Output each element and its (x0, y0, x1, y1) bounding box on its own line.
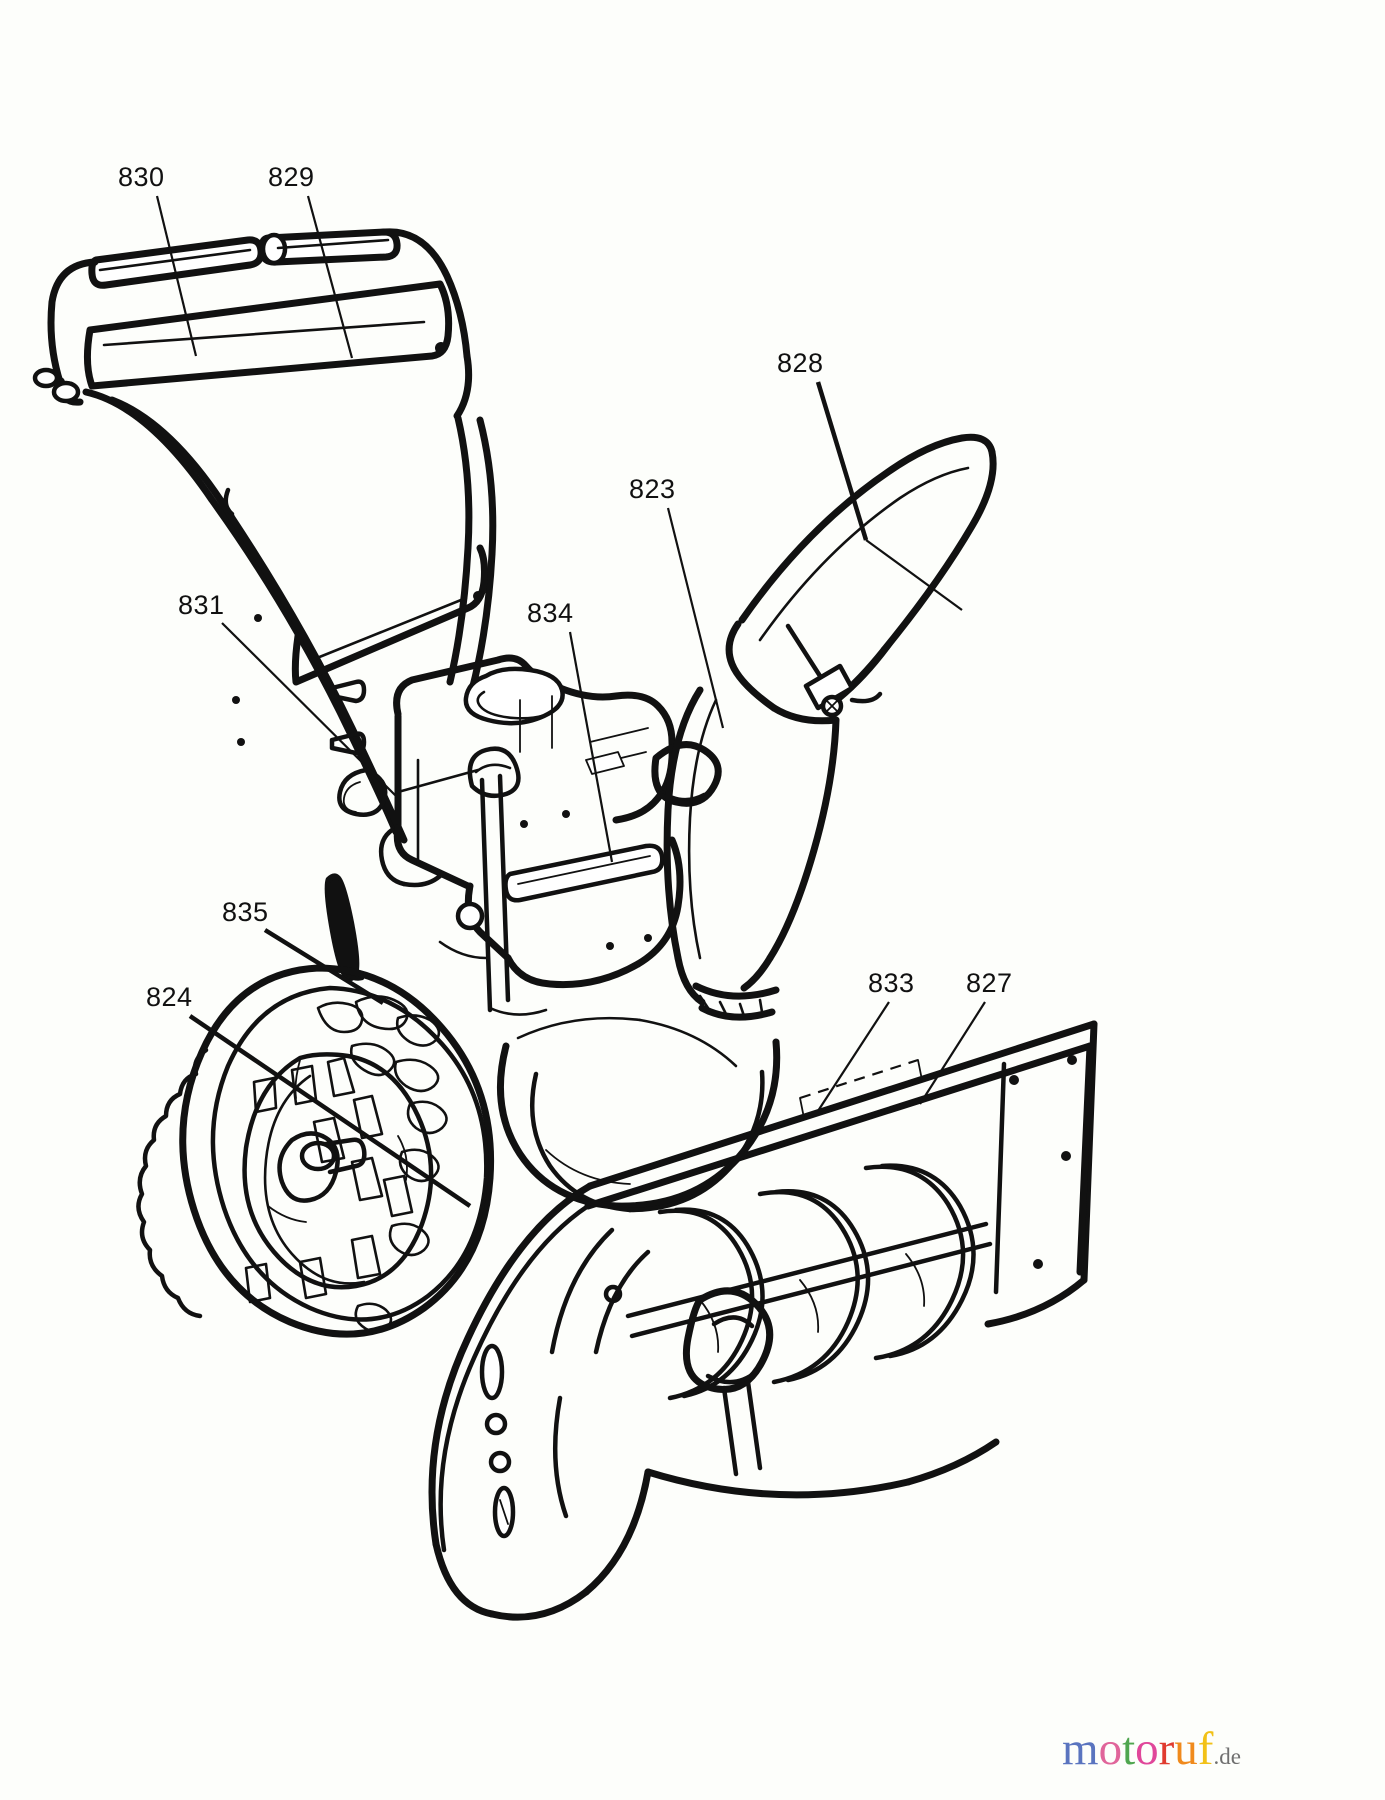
watermark-suffix: .de (1213, 1744, 1241, 1769)
watermark-wordmark: motoruf.de (1062, 1723, 1241, 1775)
leader-823 (666, 507, 725, 729)
leader-830 (155, 195, 198, 357)
callout-label-828: 828 (777, 348, 824, 378)
callout-label-831: 831 (178, 590, 225, 620)
leader-824 (188, 1014, 472, 1208)
watermark-letter-o1: o (1098, 1723, 1123, 1775)
callout-label-827: 827 (966, 968, 1013, 998)
watermark-letter-t: t (1122, 1723, 1136, 1775)
callout-label-829: 829 (268, 162, 315, 192)
wheel-and-tire-assembly (136, 964, 495, 1338)
auger-housing-assembly (428, 1020, 1098, 1621)
watermark-letter-f: f (1197, 1723, 1214, 1775)
leader-829 (306, 195, 354, 359)
leader-834 (568, 631, 614, 863)
blower-housing (496, 1016, 781, 1213)
callout-label-823: 823 (629, 474, 676, 504)
leader-828b (865, 539, 963, 611)
watermark-letter-r: r (1158, 1723, 1175, 1775)
tire-tread-lugs (244, 995, 448, 1333)
auger-blades (657, 1163, 976, 1401)
leader-827 (919, 1001, 986, 1105)
engine-assembly (378, 654, 722, 1016)
callout-leader-lines (155, 195, 986, 1208)
handlebar-grip-right (258, 228, 401, 266)
handlebar-assembly (32, 228, 497, 982)
callout-label-824: 824 (146, 982, 193, 1012)
callout-label-830: 830 (118, 162, 165, 192)
leader-835 (263, 928, 385, 1005)
leader-828 (815, 381, 869, 541)
leader-833 (815, 1001, 890, 1115)
watermark-letter-o2: o (1135, 1723, 1159, 1775)
motoruf-watermark-logo: motoruf.de (1062, 1726, 1362, 1788)
watermark-letter-m: m (1062, 1723, 1099, 1775)
callout-label-833: 833 (868, 968, 915, 998)
callout-label-835: 835 (222, 897, 269, 927)
callout-label-834: 834 (527, 598, 574, 628)
discharge-chute-assembly (663, 433, 997, 1021)
leader-831 (221, 622, 401, 801)
watermark-letter-u: u (1174, 1723, 1198, 1775)
